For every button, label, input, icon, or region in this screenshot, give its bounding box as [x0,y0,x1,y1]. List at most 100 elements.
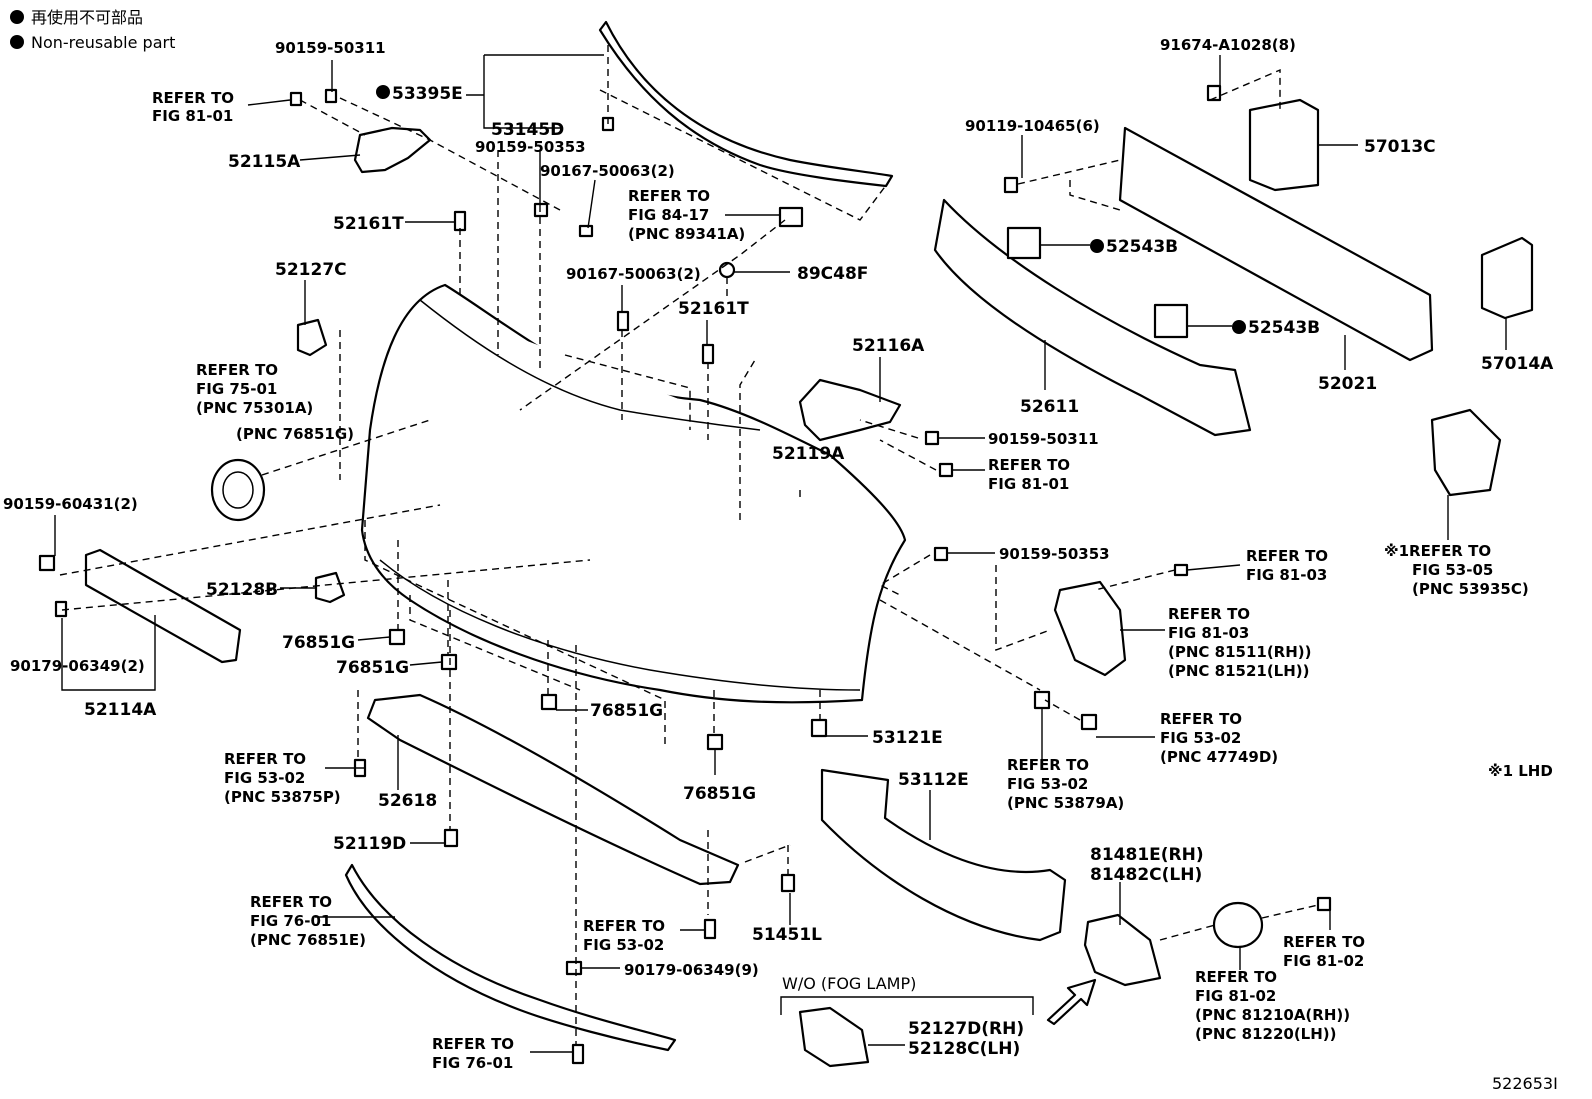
label-refer: FIG 53-02 [1007,775,1088,793]
part-shapes [84,20,1534,1068]
label-53112e: 53112E [898,770,969,790]
label-81481e: 81481E(RH) [1090,845,1204,865]
clip-icon [540,693,558,711]
label-57014a: 57014A [1481,354,1554,374]
bolt-icon [571,1043,585,1065]
label-53145d: 53145D [491,120,564,140]
label-refer: FIG 81-03 [1246,566,1327,584]
label-90159-50353: 90159-50353 [475,138,586,156]
label-refer: FIG 81-03 [1168,624,1249,642]
upper-grille-strip [598,20,894,188]
label-53395e: 53395E [392,84,463,104]
clip-icon [706,733,724,751]
fog-lamp [1212,901,1264,949]
clip-icon [778,206,804,228]
label-refer: (PNC 81220(LH)) [1195,1025,1337,1043]
label-52128c: 52128C(LH) [908,1039,1020,1059]
label-refer: FIG 84-17 [628,206,709,224]
fasteners [38,84,1332,1065]
label-refer: (PNC 75301A) [196,399,313,417]
label-76851g: 76851G [683,784,756,804]
label-89c48f: 89C48F [797,264,868,284]
clip-icon [701,343,715,365]
label-refer-lhd: ※1REFER TO [1384,542,1491,560]
label-76851g: 76851G [336,658,409,678]
cap-52127c [296,318,328,357]
fog-bezel [1083,913,1162,987]
bumper-upper-edge [419,299,761,431]
label-52114a: 52114A [84,700,157,720]
clip-icon [1033,690,1051,710]
label-refer: FIG 81-01 [152,107,233,125]
label-52119a: 52119A [772,444,845,464]
clip-icon [810,718,828,738]
label-81482c: 81482C(LH) [1090,865,1202,885]
label-52161t: 52161T [678,299,749,319]
label-refer: REFER TO [1168,605,1250,623]
label-refer: (PNC 81210A(RH)) [1195,1006,1350,1024]
label-refer: REFER TO [224,750,306,768]
non-reusable-dot-icon [376,85,390,99]
label-90159-50311: 90159-50311 [275,39,386,57]
cap-52128b [314,571,346,604]
label-52116a: 52116A [852,336,925,356]
label-90167-50063: 90167-50063(2) [540,162,675,180]
label-90159-60431: 90159-60431(2) [3,495,138,513]
bracket-57014a [1480,236,1534,320]
bolt-icon [924,430,940,446]
label-refer: FIG 53-02 [583,936,664,954]
label-refer: FIG 75-01 [196,380,277,398]
label-refer: (PNC 53935C) [1412,580,1529,598]
label-refer: REFER TO [1195,968,1277,986]
label-52119d: 52119D [333,834,406,854]
label-refer: REFER TO [1160,710,1242,728]
pad-52543b-upper [1006,226,1042,260]
label-wo-fog-lamp: W/O (FOG LAMP) [782,974,916,993]
bracket-52116a [798,378,902,442]
label-53121e: 53121E [872,728,943,748]
bracket-57013c [1248,98,1320,192]
clip-icon [453,210,467,232]
bolt-icon [780,873,796,893]
lower-grille [820,768,1067,942]
label-note-lhd: ※1 LHD [1488,762,1553,780]
bracket-52115a [353,126,432,174]
energy-absorber [933,198,1252,437]
bolt-icon [1003,176,1019,194]
label-90159-50311: 90159-50311 [988,430,1099,448]
part-labels: 90159-50311 REFER TO FIG 81-01 53395E 53… [3,36,1558,1093]
bolt-icon [578,224,594,238]
label-52115a: 52115A [228,152,301,172]
label-refer: REFER TO [152,89,234,107]
label-refer: REFER TO [250,893,332,911]
label-52021: 52021 [1318,374,1377,394]
bumper-lower-lip [379,559,861,691]
bracket-lhd [1430,408,1502,497]
clip-icon [54,600,68,618]
label-refer: REFER TO [1007,756,1089,774]
label-refer: FIG 53-02 [1160,729,1241,747]
fog-lamp-cover [1053,580,1127,677]
bolt-icon [443,828,459,848]
bolt-icon [933,546,949,562]
label-90119: 90119-10465(6) [965,117,1100,135]
label-refer: FIG 81-02 [1195,987,1276,1005]
label-refer: REFER TO [583,917,665,935]
label-90159-50353: 90159-50353 [999,545,1110,563]
lower-spoiler [344,863,677,1052]
non-reusable-dot-icon [10,10,24,24]
wo-fog-lamp-bracket [780,996,1034,1015]
label-91674: 91674-A1028(8) [1160,36,1296,54]
label-refer: (PNC 81521(LH)) [1168,662,1310,680]
label-90167-50063: 90167-50063(2) [566,265,701,283]
label-57013c: 57013C [1364,137,1436,157]
label-refer: REFER TO [988,456,1070,474]
bracket-52114a [84,548,242,664]
bolt-icon [703,918,717,940]
label-refer: (PNC 76851E) [250,931,366,949]
label-52611: 52611 [1020,397,1079,417]
non-reusable-dot-icon [10,35,24,49]
label-refer: FIG 53-02 [224,769,305,787]
direction-arrow-icon [1046,978,1097,1026]
